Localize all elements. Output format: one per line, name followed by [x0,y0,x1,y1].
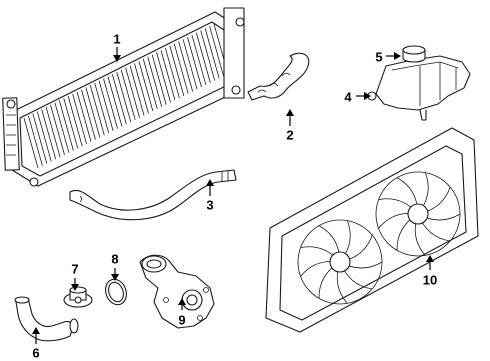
callout-3: 3 [206,197,214,213]
leader-lines [32,47,434,344]
upper-radiator-hose [247,52,310,101]
gasket-o-ring [105,278,127,306]
thermostat [63,286,93,308]
callout-5: 5 [375,49,383,65]
callout-6: 6 [32,345,40,361]
callout-4: 4 [344,89,352,105]
coolant-reservoir [367,55,471,121]
callout-9: 9 [178,312,186,328]
callout-8: 8 [111,251,119,267]
reservoir-cap [402,45,426,63]
lower-radiator-hose [69,169,237,221]
callout-1: 1 [113,31,121,47]
callout-7: 7 [71,261,79,277]
bypass-hose [14,296,79,342]
water-pump [139,254,215,329]
callout-10: 10 [422,272,438,288]
callout-2: 2 [286,127,294,143]
radiator [2,7,245,187]
fan-shroud-assembly [265,127,479,333]
